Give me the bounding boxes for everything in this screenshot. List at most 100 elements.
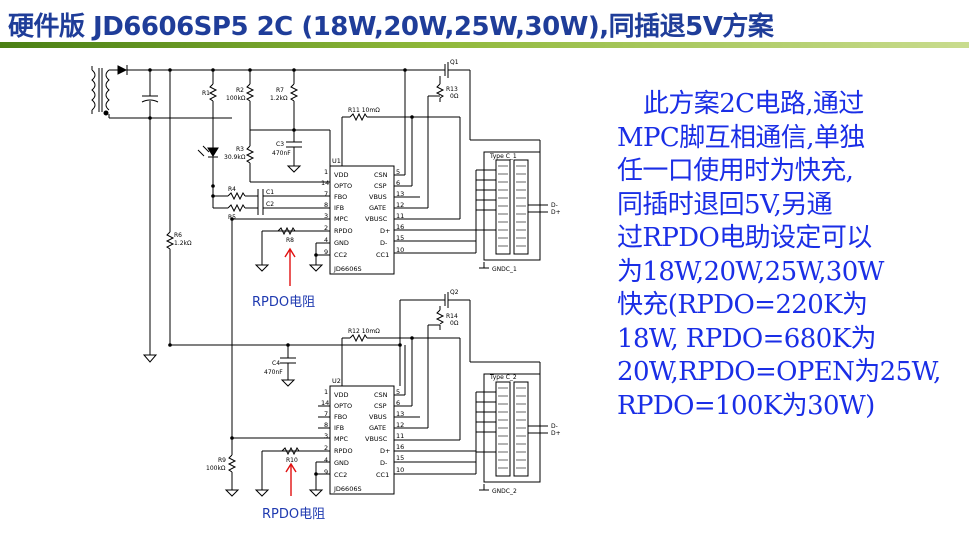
u2-right-pin-num-5: 11 xyxy=(396,432,404,440)
label-type-c-1: Type C_1 xyxy=(489,153,517,160)
u1-right-pin-name-2: CSP xyxy=(374,182,387,190)
u1-right-pin-num-7: 15 xyxy=(396,234,404,242)
label-r11: R11 10mΩ xyxy=(348,107,380,114)
label-q1: Q1 xyxy=(450,59,459,66)
u1-left-pin-name-3: FBO xyxy=(334,193,347,201)
description-line-10: RPDO=100K为30W) xyxy=(617,390,875,421)
u1-left-pin-num-6: 2 xyxy=(324,224,328,232)
type-c-connector-1 xyxy=(483,151,541,261)
label-r8: R8 xyxy=(286,237,294,244)
u1-right-pin-name-7: D- xyxy=(380,239,388,247)
u1-left-pin-num-2: 14 xyxy=(321,179,329,187)
u2-left-pin-name-4: IFB xyxy=(334,424,344,432)
u2-right-pin-num-6: 16 xyxy=(396,443,404,451)
u2-right-pin-num-1: 5 xyxy=(396,388,400,396)
label-r5: R5 xyxy=(228,214,236,221)
label-r7-value: 1.2kΩ xyxy=(270,95,288,102)
u2-left-pin-num-8: 9 xyxy=(324,468,328,476)
label-dm-1: D- xyxy=(551,202,558,209)
u2-right-pin-name-1: CSN xyxy=(374,391,388,399)
label-r6: R6 xyxy=(174,232,182,239)
u2-left-pin-name-8: CC2 xyxy=(334,471,347,479)
u2-right-pin-num-2: 6 xyxy=(396,399,400,407)
label-r2-value: 100kΩ xyxy=(226,95,246,102)
description-line-4: 同插时退回5V,另通 xyxy=(617,189,833,220)
label-c4-value: 470nF xyxy=(264,369,283,376)
u1-right-pin-num-6: 16 xyxy=(396,223,404,231)
u1-right-pin-name-4: GATE xyxy=(369,204,386,212)
slide-title: 硬件版 JD6606SP5 2C (18W,20W,25W,30W),同插退5V… xyxy=(8,12,774,42)
u2-right-pin-name-6: D+ xyxy=(380,447,390,455)
mosfet-q2 xyxy=(432,292,470,310)
u1-left-pin-name-7: GND xyxy=(334,239,349,247)
description-line-9: 20W,RPDO=OPEN为25W, xyxy=(617,357,941,387)
label-r13: R13 xyxy=(446,86,458,93)
label-type-c-2: Type C_2 xyxy=(489,374,517,381)
u2-right-pin-num-7: 15 xyxy=(396,454,404,462)
resistor-r8 xyxy=(277,226,296,236)
u2-right-pin-name-4: GATE xyxy=(369,424,386,432)
description-line-2: MPC脚互相通信,单独 xyxy=(617,122,865,153)
u1-left-pin-name-6: RPDO xyxy=(334,227,353,235)
u1-left-pin-num-5: 3 xyxy=(324,212,328,220)
u2-left-pin-name-5: MPC xyxy=(334,435,349,443)
label-c3-value: 470nF xyxy=(272,150,291,157)
label-r14: R14 xyxy=(446,313,458,320)
label-c3: C3 xyxy=(276,141,284,148)
description-line-6: 为18W,20W,25W,30W xyxy=(617,256,884,287)
rectifier-diode xyxy=(117,65,128,75)
u2-right-pin-name-8: CC1 xyxy=(376,471,389,479)
u1-left-pin-name-5: MPC xyxy=(334,215,349,223)
u2-left-pin-num-6: 2 xyxy=(324,444,328,452)
mosfet-q1 xyxy=(432,62,470,84)
u2-left-pin-num-3: 7 xyxy=(324,410,328,418)
label-r9-value: 100kΩ xyxy=(206,465,226,472)
u2-part: JD6606S xyxy=(333,485,362,493)
u1-right-pin-name-6: D+ xyxy=(380,227,390,235)
label-dp-1: D+ xyxy=(551,209,561,216)
label-dp-2: D+ xyxy=(551,430,561,437)
u1-right-pin-num-2: 6 xyxy=(396,179,400,187)
u2-right-pin-name-7: D- xyxy=(380,459,388,467)
u2-left-pin-name-7: GND xyxy=(334,459,349,467)
u2-left-pin-num-5: 3 xyxy=(324,432,328,440)
u1-right-pin-num-8: 10 xyxy=(396,246,404,254)
u2-left-pin-num-1: 1 xyxy=(324,388,328,396)
rpdo-label-bottom: RPDO电阻 xyxy=(262,507,326,522)
transformer xyxy=(91,66,110,116)
label-r3-value: 30.9kΩ xyxy=(224,154,246,161)
label-r10: R10 xyxy=(286,457,298,464)
label-r6-value: 1.2kΩ xyxy=(174,240,192,247)
label-r3: R3 xyxy=(236,146,244,153)
label-r9: R9 xyxy=(218,457,226,464)
u1-right-pin-name-1: CSN xyxy=(374,171,388,179)
rpdo-arrow-top xyxy=(284,247,296,286)
u2-right-pin-num-4: 12 xyxy=(396,421,404,429)
u2-right-pin-name-3: VBUS xyxy=(369,413,387,421)
u1-left-pin-num-8: 9 xyxy=(324,248,328,256)
label-q2: Q2 xyxy=(450,289,459,296)
u2-left-pin-name-2: OPTO xyxy=(334,402,352,410)
u1-left-pin-name-1: VDD xyxy=(334,171,348,179)
label-dm-2: D- xyxy=(551,423,558,430)
label-gndc-1: GNDC_1 xyxy=(492,266,517,273)
label-r4: R4 xyxy=(228,186,236,193)
description-line-7: 快充(RPDO=220K为 xyxy=(617,290,868,320)
u1-right-pin-num-3: 13 xyxy=(396,190,404,198)
label-r1: R1 xyxy=(202,90,210,97)
u1-left-pin-num-7: 4 xyxy=(324,236,328,244)
description-line-1: 此方案2C电路,通过 xyxy=(643,89,864,119)
u1-right-pin-num-4: 12 xyxy=(396,201,404,209)
u2-left-pin-num-2: 14 xyxy=(321,399,329,407)
label-r2: R2 xyxy=(236,87,244,94)
label-r14-value: 0Ω xyxy=(450,320,459,327)
title-underline-bar xyxy=(0,42,969,48)
label-gndc-2: GNDC_2 xyxy=(492,488,517,495)
u2-left-pin-name-3: FBO xyxy=(334,413,347,421)
rpdo-label-top: RPDO电阻 xyxy=(252,295,316,310)
u1-right-pin-num-5: 11 xyxy=(396,212,404,220)
u1-left-pin-num-3: 7 xyxy=(324,190,328,198)
u2-right-pin-name-5: VBUSC xyxy=(365,435,388,443)
description-text: 此方案2C电路,通过 MPC脚互相通信,单独 任一口使用时为快充, 同插时退回5… xyxy=(617,88,962,423)
